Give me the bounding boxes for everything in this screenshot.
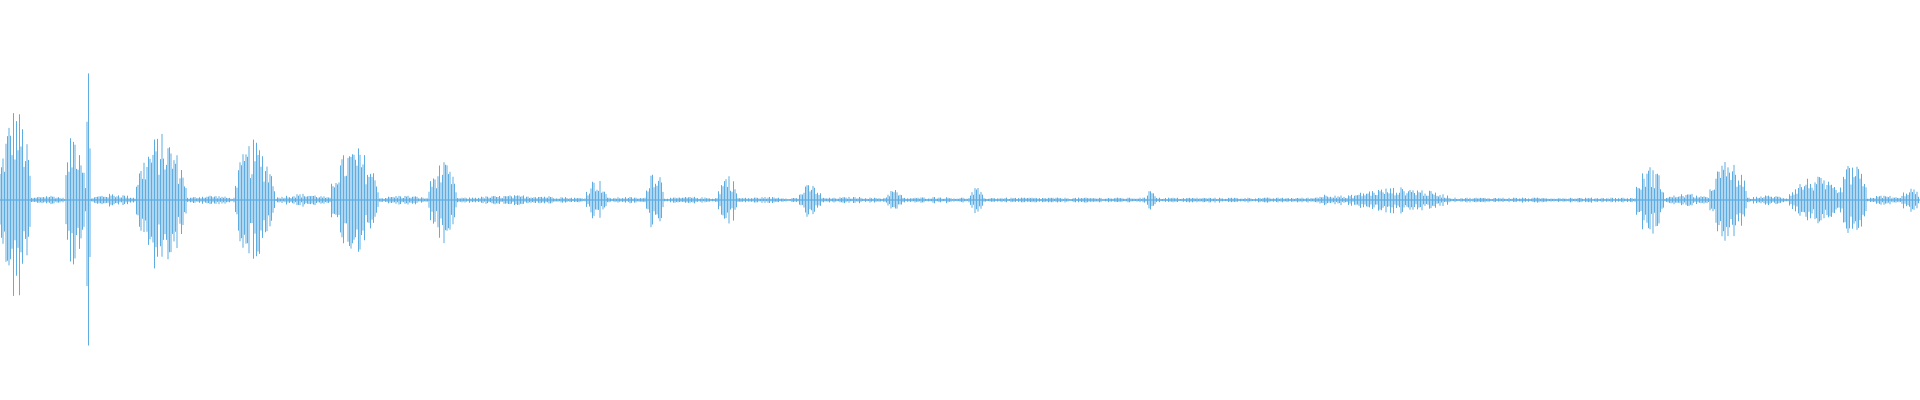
waveform-samples xyxy=(0,73,1919,346)
